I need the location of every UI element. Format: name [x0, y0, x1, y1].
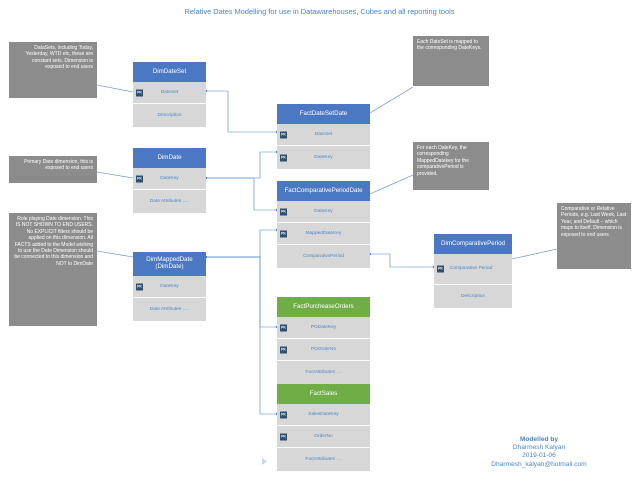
link-dimmapped-factpurchase [206, 256, 277, 328]
field-name: DateKey [314, 154, 333, 160]
entity-title: DimDateSet [133, 62, 206, 82]
callout-each-datekey [369, 174, 414, 195]
link-dimmapped-factcomparative [206, 229, 277, 258]
field-name: Comparative Period [450, 266, 493, 271]
field-name: DateKey [160, 175, 179, 181]
field-name: DateSet [160, 89, 179, 95]
callout-role-playing [96, 250, 134, 258]
entity-dimmappeddate[interactable]: DimMappedDate (DimDate) PK DateKey Date … [133, 252, 206, 321]
primary-key-icon: PK [280, 131, 287, 138]
primary-key-icon: PK [280, 411, 287, 418]
note-role-playing: Role playing Date dimension. This IS NOT… [9, 213, 97, 326]
field-row[interactable]: FactAttributes .... [277, 361, 370, 384]
note-each-datekey: For each DateKey, the corresponding Mapp… [413, 142, 489, 190]
field-row[interactable]: PK DateSet [133, 82, 206, 104]
field-name: PODateKey [310, 324, 337, 330]
primary-key-icon: PK [280, 433, 287, 440]
field-row[interactable]: PK Comparative Period [434, 254, 512, 285]
link-factcomparative-dimcomparative [370, 253, 434, 268]
field-name: Description [461, 293, 485, 299]
entity-factcomparativeperioddate[interactable]: FactComparativePeriodDate PK DateKey PK … [277, 181, 370, 268]
credit-heading: Modelled by [519, 436, 559, 443]
field-row[interactable]: PK OrderNo [277, 426, 370, 448]
field-row[interactable]: FactAttributes .... [277, 448, 370, 471]
field-row[interactable]: PK DateKey [133, 276, 206, 298]
field-name: DateSet [314, 131, 333, 137]
note-each-dateset: Each DateSet is mapped to the correspond… [413, 36, 489, 86]
field-name: OrderNo [314, 433, 333, 439]
field-row[interactable]: Description [133, 104, 206, 127]
field-row[interactable]: PK DateSet [277, 124, 370, 146]
primary-key-icon: PK [437, 265, 444, 273]
link-dimmapped-factsales [206, 256, 277, 415]
field-name: Date Attributes ..... [149, 306, 190, 312]
credit-author: Dharmesh Kalyan [512, 444, 566, 452]
field-row[interactable]: PK SalesDateKey [277, 404, 370, 426]
entity-title: FactSales [277, 384, 370, 404]
entity-dimcomparativeperiod[interactable]: DimComparativePeriod PK Comparative Peri… [434, 234, 512, 308]
primary-key-icon: PK [136, 283, 143, 290]
entity-title: FactDateSetDate [277, 104, 370, 124]
primary-key-icon: PK [280, 324, 287, 331]
entity-factpurchaseorders[interactable]: FactPurcheaseOrders PK PODateKey PK POOr… [277, 297, 370, 384]
entity-title: FactPurcheaseOrders [277, 297, 370, 317]
field-row[interactable]: Date Attributes ..... [133, 190, 206, 213]
field-name: FactAttributes .... [305, 456, 342, 462]
field-row[interactable]: Description [434, 285, 512, 308]
field-name: SalesDateKey [308, 411, 339, 417]
entity-dimdateset[interactable]: DimDateSet PK DateSet Description [133, 62, 206, 127]
field-name: POOrderNo [310, 346, 337, 352]
entity-factsales[interactable]: FactSales PK SalesDateKey PK OrderNo Fac… [277, 384, 370, 471]
field-name: FactAttributes .... [305, 369, 342, 375]
primary-key-icon: PK [280, 230, 287, 237]
link-dimdate-factdatesetdate [206, 151, 277, 179]
entity-factdatesetdate[interactable]: FactDateSetDate PK DateSet PK DateKey [277, 104, 370, 169]
field-row[interactable]: ComparativePeriod [277, 245, 370, 268]
field-name: ComparativePeriod [302, 253, 345, 259]
callout-each-dataset [369, 86, 414, 114]
link-dimdate-factcomparative [206, 177, 277, 211]
field-name: Description [157, 112, 182, 118]
note-primary-date: Primary Date dimension, this is exposed … [9, 156, 97, 183]
entity-title: DimMappedDate (DimDate) [133, 252, 206, 276]
callout-primary [96, 171, 134, 179]
credit-email: Dharmesh_kalyan@hotmail.com [491, 460, 587, 468]
credit-date: 2019-01-06 [522, 452, 556, 460]
primary-key-icon: PK [136, 89, 143, 96]
note-comparative: Comparative or Relative Periods, e.g. La… [557, 203, 631, 269]
field-name: DateKey [314, 208, 333, 214]
field-row[interactable]: PK MappedDateKey [277, 223, 370, 245]
field-row[interactable]: PK POOrderNo [277, 339, 370, 361]
field-row[interactable]: Date Attributes ..... [133, 298, 206, 321]
primary-key-icon: PK [280, 208, 287, 215]
field-row[interactable]: PK PODateKey [277, 317, 370, 339]
author-credit: Modelled by Dharmesh Kalyan 2019-01-06 D… [476, 436, 602, 469]
note-datasets: DataSets, including Today, Yesterday, WT… [9, 42, 97, 98]
field-name: MappedDateKey [305, 230, 342, 236]
field-name: Date Attributes ..... [149, 198, 190, 204]
diagram-title: Relative Dates Modelling for use in Data… [184, 7, 455, 16]
entity-title: FactComparativePeriodDate [277, 181, 370, 201]
entity-dimdate[interactable]: DimDate PK DateKey Date Attributes ..... [133, 148, 206, 213]
callout-comparative [511, 248, 558, 260]
primary-key-icon: PK [280, 346, 287, 353]
callout-datasets [96, 84, 134, 93]
primary-key-icon: PK [136, 175, 143, 182]
entity-title: DimComparativePeriod [434, 234, 512, 254]
scroll-arrow-icon [262, 458, 267, 465]
field-row[interactable]: PK DateKey [133, 168, 206, 190]
field-row[interactable]: PK DateKey [277, 146, 370, 169]
field-name: DateKey [160, 283, 179, 289]
primary-key-icon: PK [280, 154, 287, 161]
entity-title: DimDate [133, 148, 206, 168]
field-row[interactable]: PK DateKey [277, 201, 370, 223]
link-dimdateset-factdatesetdate [206, 90, 277, 133]
